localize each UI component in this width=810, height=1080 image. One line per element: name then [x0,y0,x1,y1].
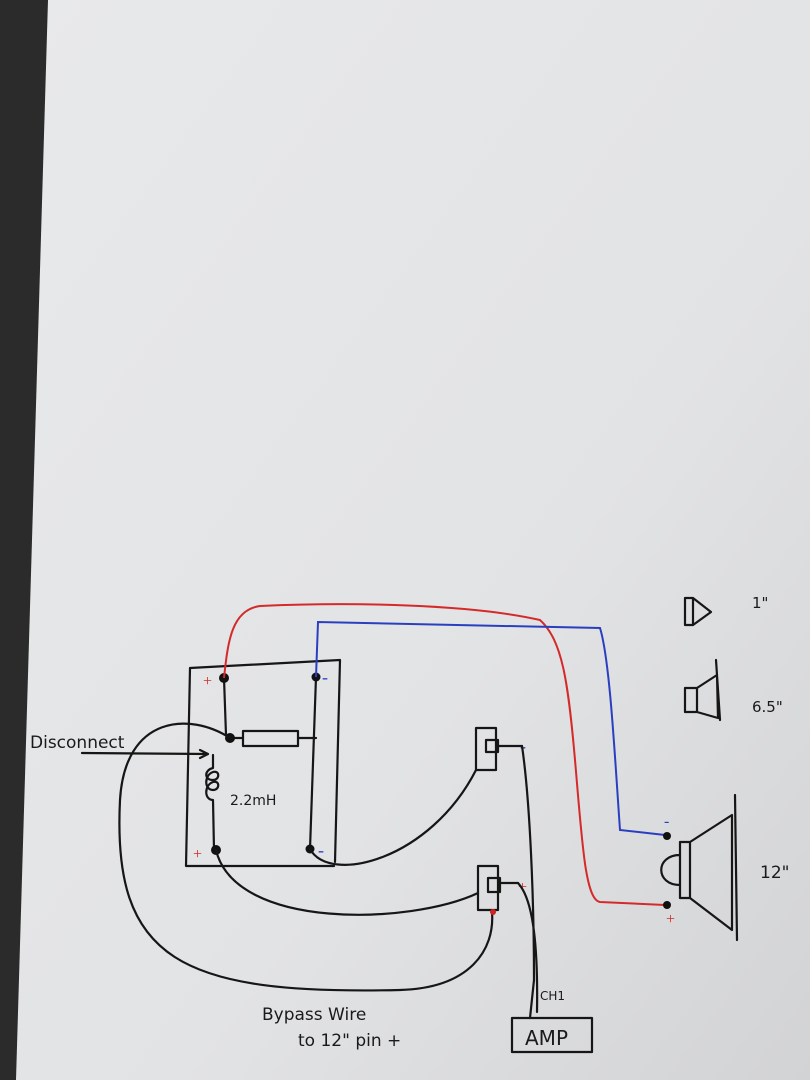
plus-label: + [666,911,675,928]
midrange-speaker-icon [683,658,722,722]
amp-box [510,1016,594,1054]
minus-label: - [322,667,328,687]
disconnect-label: Disconnect [30,733,125,753]
inductor-coil [205,753,220,852]
minus-label: - [318,840,324,860]
inductor-value-label: 2.2mH [230,793,276,809]
bypass-label-line1: Bypass Wire [262,1005,366,1025]
woofer-negative-terminal [663,832,671,840]
bypass-wire [118,722,494,992]
disconnect-arrow [80,748,210,760]
wire-positive-to-switch [214,848,480,916]
paper-sheet [16,0,810,1080]
woofer-speaker-icon [660,793,739,942]
tweeter-speaker-icon [683,596,713,627]
plus-label: + [193,846,202,863]
channel-label: CH1 [540,989,565,1003]
amp-label: AMP [525,1026,568,1050]
wire-negative-to-switch [308,768,478,866]
woofer-size-label: 12" [760,863,789,883]
amp-wires [516,744,539,1020]
midrange-size-label: 6.5" [752,698,783,716]
negative-wire-blue [315,620,666,836]
bypass-label-line2: to 12" pin + [298,1031,401,1051]
woofer-positive-terminal [663,901,671,909]
tweeter-size-label: 1" [752,594,768,612]
plus-label: + [203,673,212,690]
minus-label: - [664,813,669,830]
positive-wire-red [223,603,666,906]
